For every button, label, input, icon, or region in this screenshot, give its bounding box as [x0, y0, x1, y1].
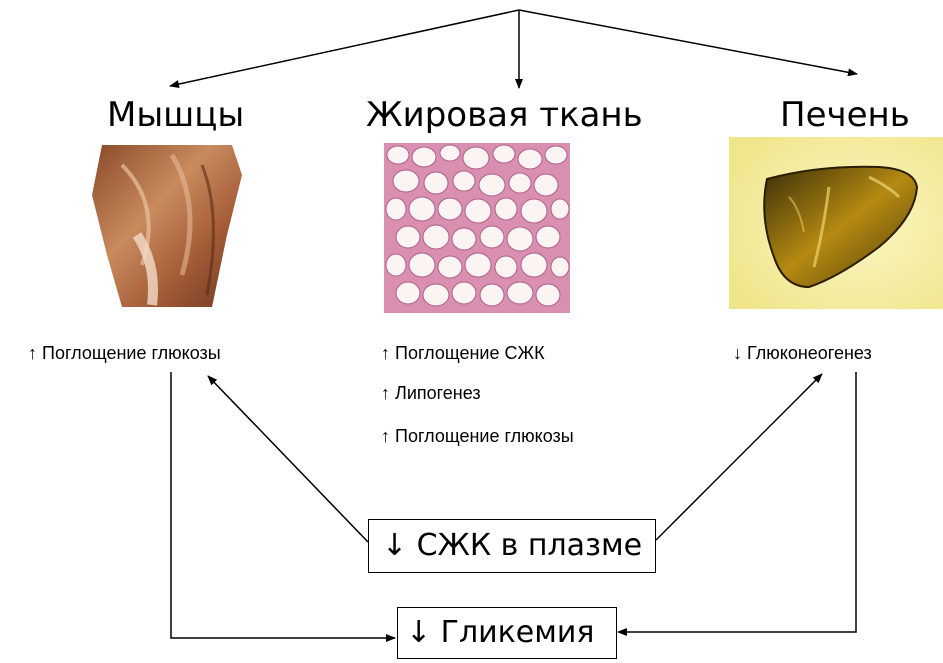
glycemia-box: ↓ Гликемия: [397, 607, 617, 659]
muscle-image: [82, 145, 260, 307]
organ-title-muscle: Мышцы: [107, 95, 244, 135]
organ-title-liver: Печень: [780, 95, 910, 135]
adipose-effect-2: ↑ Липогенез: [381, 382, 481, 404]
arrow-liver-to-glycemia: [618, 372, 856, 632]
adipose-tissue-image: [384, 143, 570, 313]
arrow-muscle-to-glycemia: [171, 372, 395, 638]
arrow-to-muscle: [170, 10, 519, 86]
arrow-ffa-to-liver: [656, 374, 822, 540]
adipose-effect-3: ↑ Поглощение глюкозы: [381, 425, 574, 447]
arrow-to-liver: [519, 10, 857, 74]
organ-title-adipose: Жировая ткань: [366, 95, 643, 135]
liver-image: [729, 137, 943, 309]
ffa-plasma-box: ↓ СЖК в плазме: [368, 519, 656, 573]
adipose-effect-1: ↑ Поглощение СЖК: [381, 342, 545, 364]
liver-effect-1: ↓ Глюконеогенез: [733, 342, 872, 364]
muscle-effect-1: ↑ Поглощение глюкозы: [28, 342, 221, 364]
arrow-ffa-to-muscle: [208, 376, 368, 542]
